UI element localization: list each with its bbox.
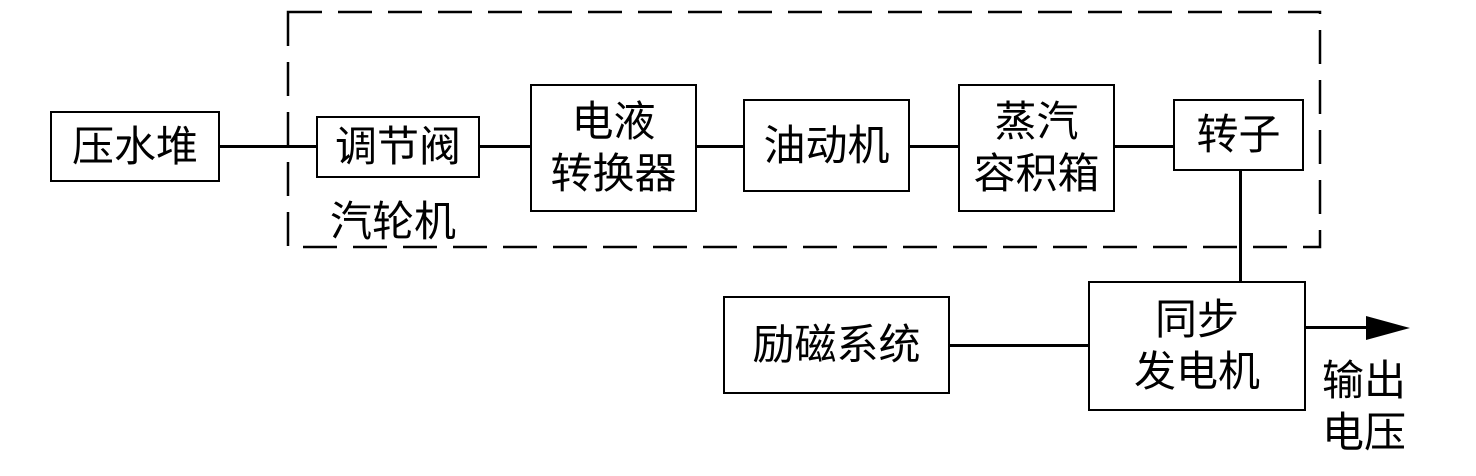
valve-label: 调节阀 <box>334 122 461 171</box>
rotor-label: 转子 <box>1196 110 1281 159</box>
wire-steam-rotor <box>1115 145 1173 148</box>
servomotor-box: 油动机 <box>743 99 910 192</box>
wire-converter-servomotor <box>697 145 743 148</box>
output-arrow-icon <box>1366 316 1410 340</box>
reactor-box: 压水堆 <box>50 111 220 182</box>
converter-label-line1: 电液 <box>571 97 656 146</box>
generator-label-line2: 发电机 <box>1133 347 1260 396</box>
wire-output <box>1306 326 1376 329</box>
generator-box: 同步 发电机 <box>1088 281 1306 411</box>
generator-label-line1: 同步 <box>1154 295 1239 344</box>
excitation-box: 励磁系统 <box>723 296 950 394</box>
output-label-line1: 输出 <box>1322 356 1407 405</box>
rotor-box: 转子 <box>1173 99 1304 171</box>
output-label-line2: 电压 <box>1322 408 1407 457</box>
converter-box: 电液 转换器 <box>530 84 697 212</box>
steam-volume-label-line2: 容积箱 <box>973 149 1100 198</box>
valve-box: 调节阀 <box>316 116 480 178</box>
wire-reactor-valve <box>220 145 316 148</box>
output-label: 输出 电压 <box>1322 355 1406 459</box>
wire-servomotor-steam <box>910 145 958 148</box>
wire-rotor-generator <box>1239 171 1242 281</box>
reactor-label: 压水堆 <box>71 121 198 171</box>
servomotor-label: 油动机 <box>763 120 890 170</box>
wire-excitation-generator <box>950 344 1088 347</box>
converter-label-line2: 转换器 <box>550 149 677 198</box>
excitation-label: 励磁系统 <box>752 320 921 369</box>
steam-volume-label-line1: 蒸汽 <box>994 97 1079 146</box>
wire-valve-converter <box>480 145 530 148</box>
steam-volume-box: 蒸汽 容积箱 <box>958 84 1115 212</box>
turbine-group-label: 汽轮机 <box>330 197 457 246</box>
